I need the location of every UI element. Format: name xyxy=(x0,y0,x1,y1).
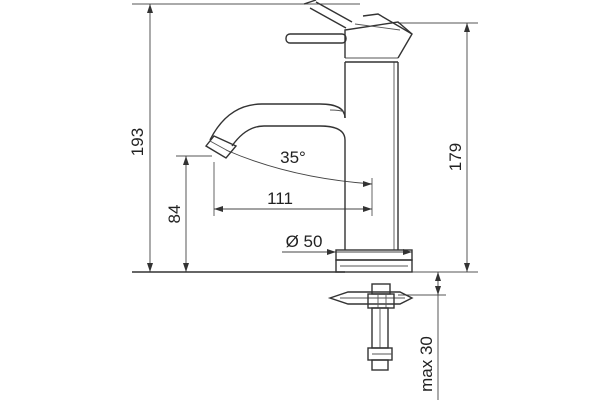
lever-handle xyxy=(285,0,413,59)
max-deck-label: max 30 xyxy=(417,336,436,392)
base-diameter-label: Ø 50 xyxy=(286,232,323,251)
swivel-angle-dimension: 35° xyxy=(225,148,373,187)
body-height-dimension: 179 xyxy=(398,22,478,273)
spout-height-label: 84 xyxy=(165,205,184,224)
overall-height-dimension: 193 xyxy=(128,3,360,273)
base-flange xyxy=(132,249,413,273)
max-deck-dimension: max 30 xyxy=(398,272,446,400)
overall-height-label: 193 xyxy=(128,128,147,156)
spout-reach-dimension: 111 xyxy=(213,162,373,216)
spout-height-dimension: 84 xyxy=(165,155,212,272)
body-height-label: 179 xyxy=(446,143,465,171)
under-deck-fixing xyxy=(327,283,414,371)
spout-reach-label: 111 xyxy=(267,189,293,208)
spout xyxy=(204,103,346,159)
swivel-angle-label: 35° xyxy=(280,148,306,167)
base-diameter-dimension: Ø 50 xyxy=(282,232,412,255)
faucet-body xyxy=(344,57,399,250)
